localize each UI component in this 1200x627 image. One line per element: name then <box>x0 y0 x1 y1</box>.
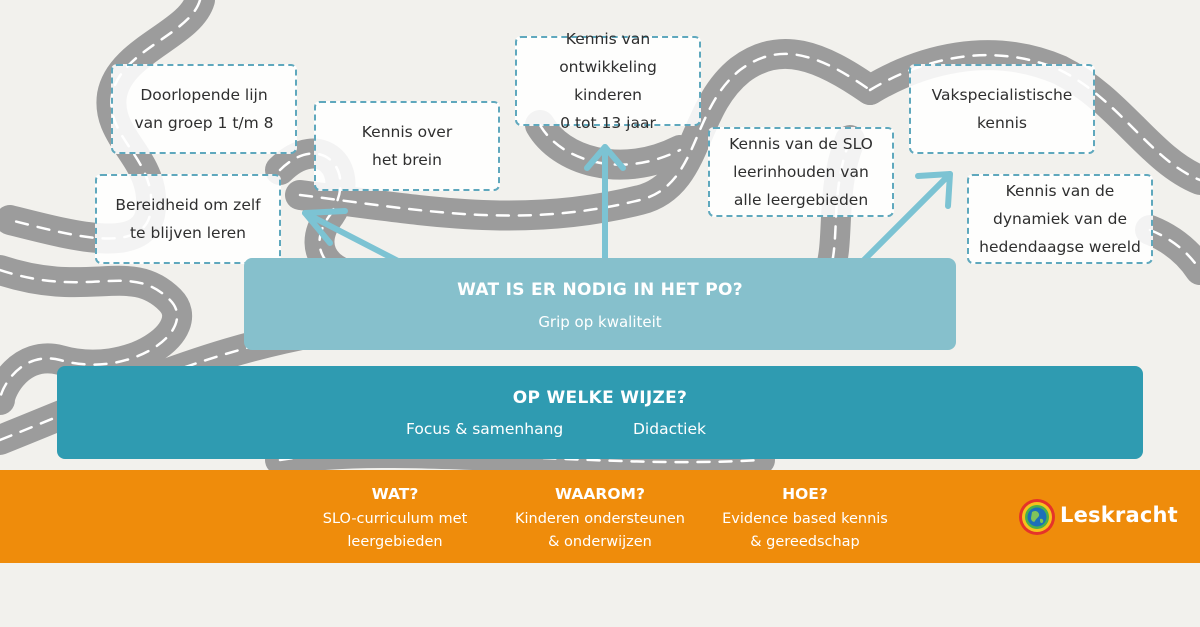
bereidheid-box: Bereidheid om zelf te blijven leren <box>95 174 281 264</box>
ontwikkeling-label: Kennis van ontwikkeling kinderen 0 tot 1… <box>559 30 657 132</box>
nodig-band: WAT IS ER NODIG IN HET PO? Grip op kwali… <box>244 258 956 350</box>
dynamiek-box: Kennis van de dynamiek van de hedendaags… <box>967 174 1153 264</box>
footer-col-waarom: WAAROM? Kinderen ondersteunen & onderwij… <box>500 484 700 554</box>
footer-band: WAT? SLO-curriculum met leergebieden WAA… <box>0 470 1200 563</box>
vakspecialistisch-label: Vakspecialistische kennis <box>931 86 1073 132</box>
globe-icon <box>1019 499 1055 535</box>
wijze-item-didactiek: Didactiek <box>633 420 706 438</box>
wijze-band: OP WELKE WIJZE? Focus & samenhang Didact… <box>57 366 1143 459</box>
doorlopende-lijn-box: Doorlopende lijn van groep 1 t/m 8 <box>111 64 297 154</box>
footer-hoe-title: HOE? <box>782 485 828 503</box>
footer-waarom-title: WAAROM? <box>555 485 645 503</box>
wijze-item-focus: Focus & samenhang <box>406 420 564 438</box>
nodig-title: WAT IS ER NODIG IN HET PO? <box>457 280 743 300</box>
ontwikkeling-box: Kennis van ontwikkeling kinderen 0 tot 1… <box>515 30 701 132</box>
footer-wat-title: WAT? <box>371 485 419 503</box>
logo-text: Leskracht <box>1060 503 1178 527</box>
footer-waarom-body: Kinderen ondersteunen & onderwijzen <box>514 511 685 550</box>
slo-box: Kennis van de SLO leerinhouden van alle … <box>708 127 894 217</box>
footer-wat-body: SLO-curriculum met leergebieden <box>322 511 468 550</box>
bereidheid-label: Bereidheid om zelf te blijven leren <box>115 196 261 242</box>
kennis-brein-label: Kennis over het brein <box>361 123 453 169</box>
vakspecialistisch-box: Vakspecialistische kennis <box>909 64 1095 154</box>
wijze-title: OP WELKE WIJZE? <box>512 388 688 408</box>
footer-col-wat: WAT? SLO-curriculum met leergebieden <box>295 484 495 554</box>
leskracht-logo: Leskracht <box>1018 498 1178 538</box>
footer-hoe-body: Evidence based kennis & gereedschap <box>722 511 888 550</box>
dynamiek-label: Kennis van de dynamiek van de hedendaags… <box>979 182 1141 256</box>
nodig-subtitle: Grip op kwaliteit <box>538 313 662 331</box>
footer-col-hoe: HOE? Evidence based kennis & gereedschap <box>705 484 905 554</box>
doorlopende-lijn-label: Doorlopende lijn van groep 1 t/m 8 <box>134 86 274 132</box>
kennis-brein-box: Kennis over het brein <box>314 101 500 191</box>
slo-label: Kennis van de SLO leerinhouden van alle … <box>729 135 873 209</box>
